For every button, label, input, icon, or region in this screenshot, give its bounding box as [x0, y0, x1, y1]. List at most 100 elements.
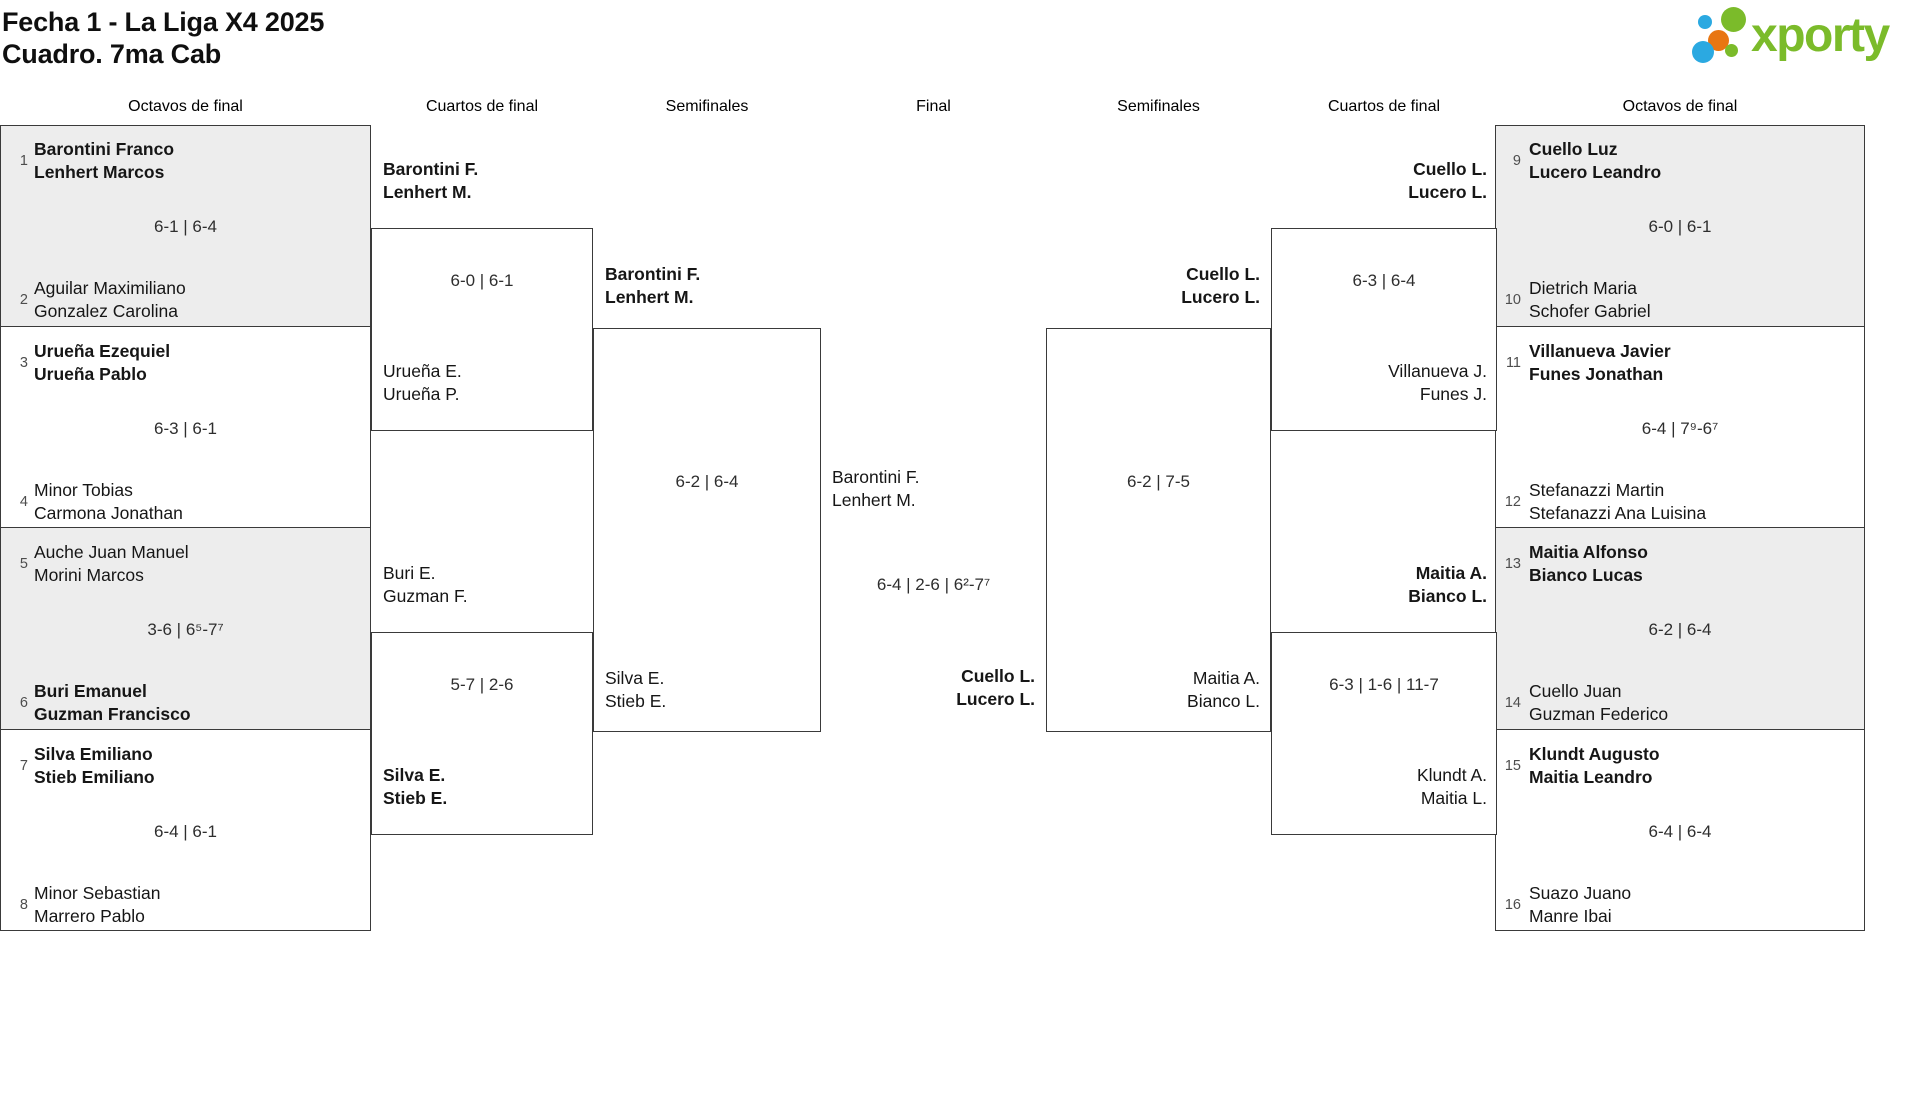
team-players: Cuello L. Lucero L.	[956, 665, 1035, 711]
team-players: Aguilar Maximiliano Gonzalez Carolina	[34, 277, 186, 323]
match-score: 6-1 | 6-4	[153, 217, 217, 236]
player-name: Urueña P.	[383, 384, 460, 404]
player-name: Silva Emiliano	[34, 744, 153, 764]
team-players: Barontini F. Lenhert M.	[832, 466, 920, 512]
logo-dot-orange	[1708, 30, 1729, 51]
player-name: Bianco Lucas	[1529, 565, 1643, 585]
match-box-r16-3[interactable]	[0, 527, 371, 730]
player-name: Stieb Emiliano	[34, 767, 155, 787]
player-name: Lenhert M.	[383, 182, 472, 202]
match-box-r16-7[interactable]	[1495, 527, 1865, 730]
player-name: Silva E.	[383, 765, 446, 785]
match-score: 6-4 | 6-4	[1648, 822, 1712, 841]
logo-dot-blue-small	[1698, 15, 1712, 29]
player-name: Klundt A.	[1416, 765, 1487, 785]
player-name: Lucero L.	[1408, 182, 1487, 202]
match-score: 6-4 | 2-6 | 6²-7⁷	[876, 575, 991, 594]
player-name: Suazo Juano	[1529, 883, 1632, 903]
match-box-r16-6[interactable]	[1495, 326, 1865, 528]
match-score: 6-0 | 6-1	[1648, 217, 1712, 236]
player-name: Funes J.	[1419, 384, 1487, 404]
match-box-qf-right-2[interactable]	[1271, 632, 1497, 835]
logo-text: xporty	[1751, 9, 1890, 62]
team-players: Minor Tobias Carmona Jonathan	[34, 479, 183, 525]
logo-dot-green-large	[1721, 7, 1746, 32]
player-name: Minor Sebastian	[34, 883, 161, 903]
seed-number: 1	[19, 153, 28, 169]
player-name: Lucero L.	[956, 689, 1035, 709]
match-box-r16-1[interactable]	[0, 125, 371, 327]
seed-number: 12	[1504, 494, 1521, 510]
team-players: Auche Juan Manuel Morini Marcos	[34, 541, 189, 587]
seed-number: 3	[19, 355, 28, 371]
round-header-cuartos-right: Cuartos de final	[1327, 98, 1441, 115]
seed-number: 15	[1504, 758, 1521, 774]
team-players: Maitia A. Bianco L.	[1187, 667, 1260, 713]
player-name: Barontini F.	[605, 264, 701, 284]
player-name: Urueña Pablo	[34, 364, 147, 384]
logo-dot-blue-large	[1692, 41, 1714, 63]
player-name: Silva E.	[605, 668, 665, 688]
team-players: Stefanazzi Martin Stefanazzi Ana Luisina	[1529, 479, 1706, 525]
team-players: Cuello Juan Guzman Federico	[1529, 680, 1668, 726]
seed-number: 9	[1512, 153, 1521, 169]
player-name: Barontini F.	[383, 159, 479, 179]
player-name: Stefanazzi Ana Luisina	[1529, 503, 1707, 523]
match-box-r16-8[interactable]	[1495, 729, 1865, 931]
team-players: Cuello L. Lucero L.	[1181, 263, 1260, 309]
team-players: Buri E. Guzman F.	[383, 562, 468, 608]
player-name: Maitia L.	[1420, 788, 1487, 808]
match-box-qf-left-2[interactable]	[371, 632, 593, 835]
round-header-octavos-left: Octavos de final	[128, 98, 243, 115]
tournament-title: Fecha 1 - La Liga X4 2025 Cuadro. 7ma Ca…	[2, 6, 324, 70]
player-name: Villanueva Javier	[1529, 341, 1671, 361]
match-score: 6-3 | 6-1	[153, 419, 217, 438]
player-name: Stieb E.	[383, 788, 448, 808]
tournament-title-line2: Cuadro. 7ma Cab	[2, 39, 222, 69]
player-name: Bianco L.	[1408, 586, 1487, 606]
team-players: Silva Emiliano Stieb Emiliano	[34, 743, 155, 789]
match-score: 6-2 | 7-5	[1126, 472, 1190, 491]
player-name: Aguilar Maximiliano	[34, 278, 186, 298]
match-box-r16-5[interactable]	[1495, 125, 1865, 327]
seed-number: 10	[1504, 292, 1521, 308]
player-name: Klundt Augusto	[1529, 744, 1660, 764]
player-name: Cuello Luz	[1529, 139, 1618, 159]
round-header-cuartos-left: Cuartos de final	[425, 98, 539, 115]
round-header-semis-left: Semifinales	[665, 98, 749, 115]
match-box-qf-left-1[interactable]	[371, 228, 593, 431]
player-name: Cuello Juan	[1529, 681, 1622, 701]
seed-number: 11	[1505, 355, 1521, 371]
team-players: Urueña Ezequiel Urueña Pablo	[34, 340, 170, 386]
team-players: Klundt A. Maitia L.	[1417, 764, 1487, 810]
team-players: Dietrich Maria Schofer Gabriel	[1529, 277, 1651, 323]
match-score: 6-0 | 6-1	[450, 271, 514, 290]
match-box-r16-4[interactable]	[0, 729, 371, 931]
match-score: 3-6 | 6⁵-7⁷	[147, 620, 224, 639]
round-header-semis-right: Semifinales	[1117, 98, 1200, 115]
match-box-qf-right-1[interactable]	[1271, 228, 1497, 431]
match-box-sf-right[interactable]	[1046, 328, 1271, 732]
player-name: Buri E.	[383, 563, 436, 583]
player-name: Stefanazzi Martin	[1529, 480, 1665, 500]
match-box-sf-left[interactable]	[593, 328, 821, 732]
team-players: Maitia A. Bianco L.	[1408, 562, 1487, 608]
match-score: 6-2 | 6-4	[1648, 620, 1712, 639]
player-name: Carmona Jonathan	[34, 503, 183, 523]
team-players: Silva E. Stieb E.	[605, 667, 666, 713]
seed-number: 5	[19, 556, 28, 572]
player-name: Lenhert Marcos	[34, 162, 165, 182]
tournament-title-line1: Fecha 1 - La Liga X4 2025	[2, 7, 325, 37]
team-players: Silva E. Stieb E.	[383, 764, 447, 810]
match-box-r16-2[interactable]	[0, 326, 371, 528]
team-players: Suazo Juano Manre Ibai	[1529, 882, 1631, 928]
match-score: 6-4 | 7⁹-6⁷	[1641, 419, 1719, 438]
match-score: 5-7 | 2-6	[450, 675, 514, 694]
player-name: Maitia A.	[1192, 668, 1260, 688]
seed-number: 8	[19, 897, 28, 913]
logo-dot-green-small	[1725, 44, 1738, 57]
player-name: Minor Tobias	[34, 480, 133, 500]
player-name: Barontini F.	[832, 467, 920, 487]
player-name: Guzman F.	[383, 586, 468, 606]
player-name: Cuello L.	[961, 666, 1035, 686]
